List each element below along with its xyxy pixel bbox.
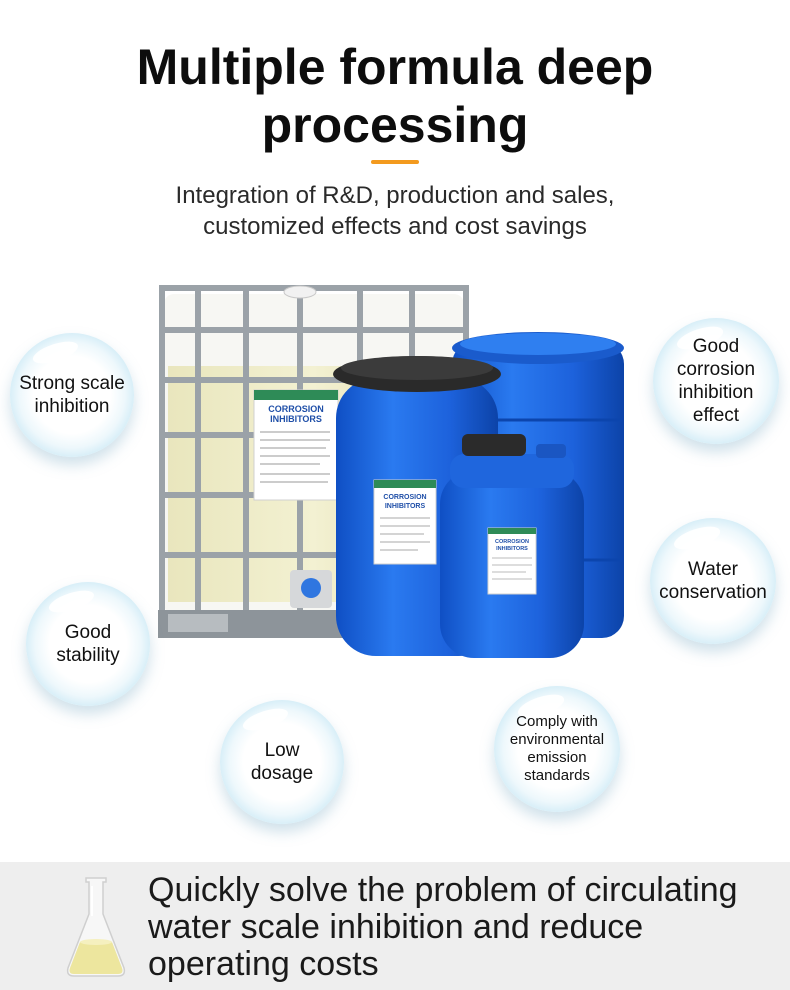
feature-line: corrosion	[676, 359, 756, 380]
feature-label: Low dosage	[251, 739, 313, 785]
feature-label: Water conservation	[659, 558, 767, 604]
tote-label-title-1: CORROSION	[268, 404, 324, 414]
flask-icon	[66, 877, 126, 977]
feature-bubble-water-conservation: Water conservation	[650, 518, 776, 644]
feature-line: Strong scale	[19, 373, 125, 394]
feature-bubble-emission-standards: Comply with environmental emission stand…	[494, 686, 620, 812]
feature-line: Low	[264, 740, 300, 761]
bottom-slogan: Quickly solve the problem of circulating…	[148, 872, 778, 983]
drum-label-title-2: INHIBITORS	[385, 503, 426, 510]
slogan-line-1: Quickly solve the problem of circulating	[148, 871, 738, 909]
feature-bubble-low-dosage: Low dosage	[220, 700, 344, 824]
page-subtitle: Integration of R&D, production and sales…	[0, 180, 790, 242]
feature-line: inhibition	[678, 382, 754, 403]
title-accent-bar	[371, 160, 419, 164]
page-title: Multiple formula deep processing	[0, 38, 790, 154]
feature-bubble-stability: Good stability	[26, 582, 150, 706]
bottom-banner: Quickly solve the problem of circulating…	[0, 862, 790, 990]
feature-label: Strong scale inhibition	[19, 372, 125, 418]
feature-line: Good	[64, 622, 112, 643]
feature-line: environmental	[509, 731, 605, 748]
blue-jerrycan: CORROSION INHIBITORS	[440, 434, 584, 658]
feature-line: Water	[688, 559, 738, 580]
subtitle-line-1: Integration of R&D, production and sales…	[175, 182, 615, 209]
slogan-line-3: operating costs	[148, 945, 379, 983]
drum-label-title-1: CORROSION	[383, 494, 426, 501]
feature-label: Good corrosion inhibition effect	[677, 335, 755, 427]
feature-line: inhibition	[34, 396, 110, 417]
feature-line: standards	[524, 767, 590, 784]
feature-line: Good	[692, 336, 740, 357]
feature-bubble-scale-inhibition: Strong scale inhibition	[10, 333, 134, 457]
feature-line: emission	[527, 749, 587, 766]
product-containers-image: CORROSION INHIBITORS	[150, 270, 640, 670]
slogan-line-2: water scale inhibition and reduce	[148, 908, 644, 946]
feature-label: Good stability	[56, 621, 119, 667]
feature-line: dosage	[250, 763, 314, 784]
feature-line: Comply with	[516, 713, 598, 730]
jerrycan-label-title-2: INHIBITORS	[496, 546, 528, 552]
tote-label-title-2: INHIBITORS	[270, 414, 322, 424]
subtitle-line-2: customized effects and cost savings	[203, 213, 587, 240]
feature-bubble-corrosion-inhibition: Good corrosion inhibition effect	[653, 318, 779, 444]
title-line-1: Multiple formula deep	[136, 39, 654, 95]
feature-label: Comply with environmental emission stand…	[510, 713, 604, 785]
jerrycan-label-title-1: CORROSION	[495, 539, 529, 545]
feature-line: stability	[56, 645, 120, 666]
feature-line: effect	[692, 405, 740, 426]
title-line-2: processing	[261, 97, 529, 153]
feature-line: conservation	[659, 582, 767, 603]
